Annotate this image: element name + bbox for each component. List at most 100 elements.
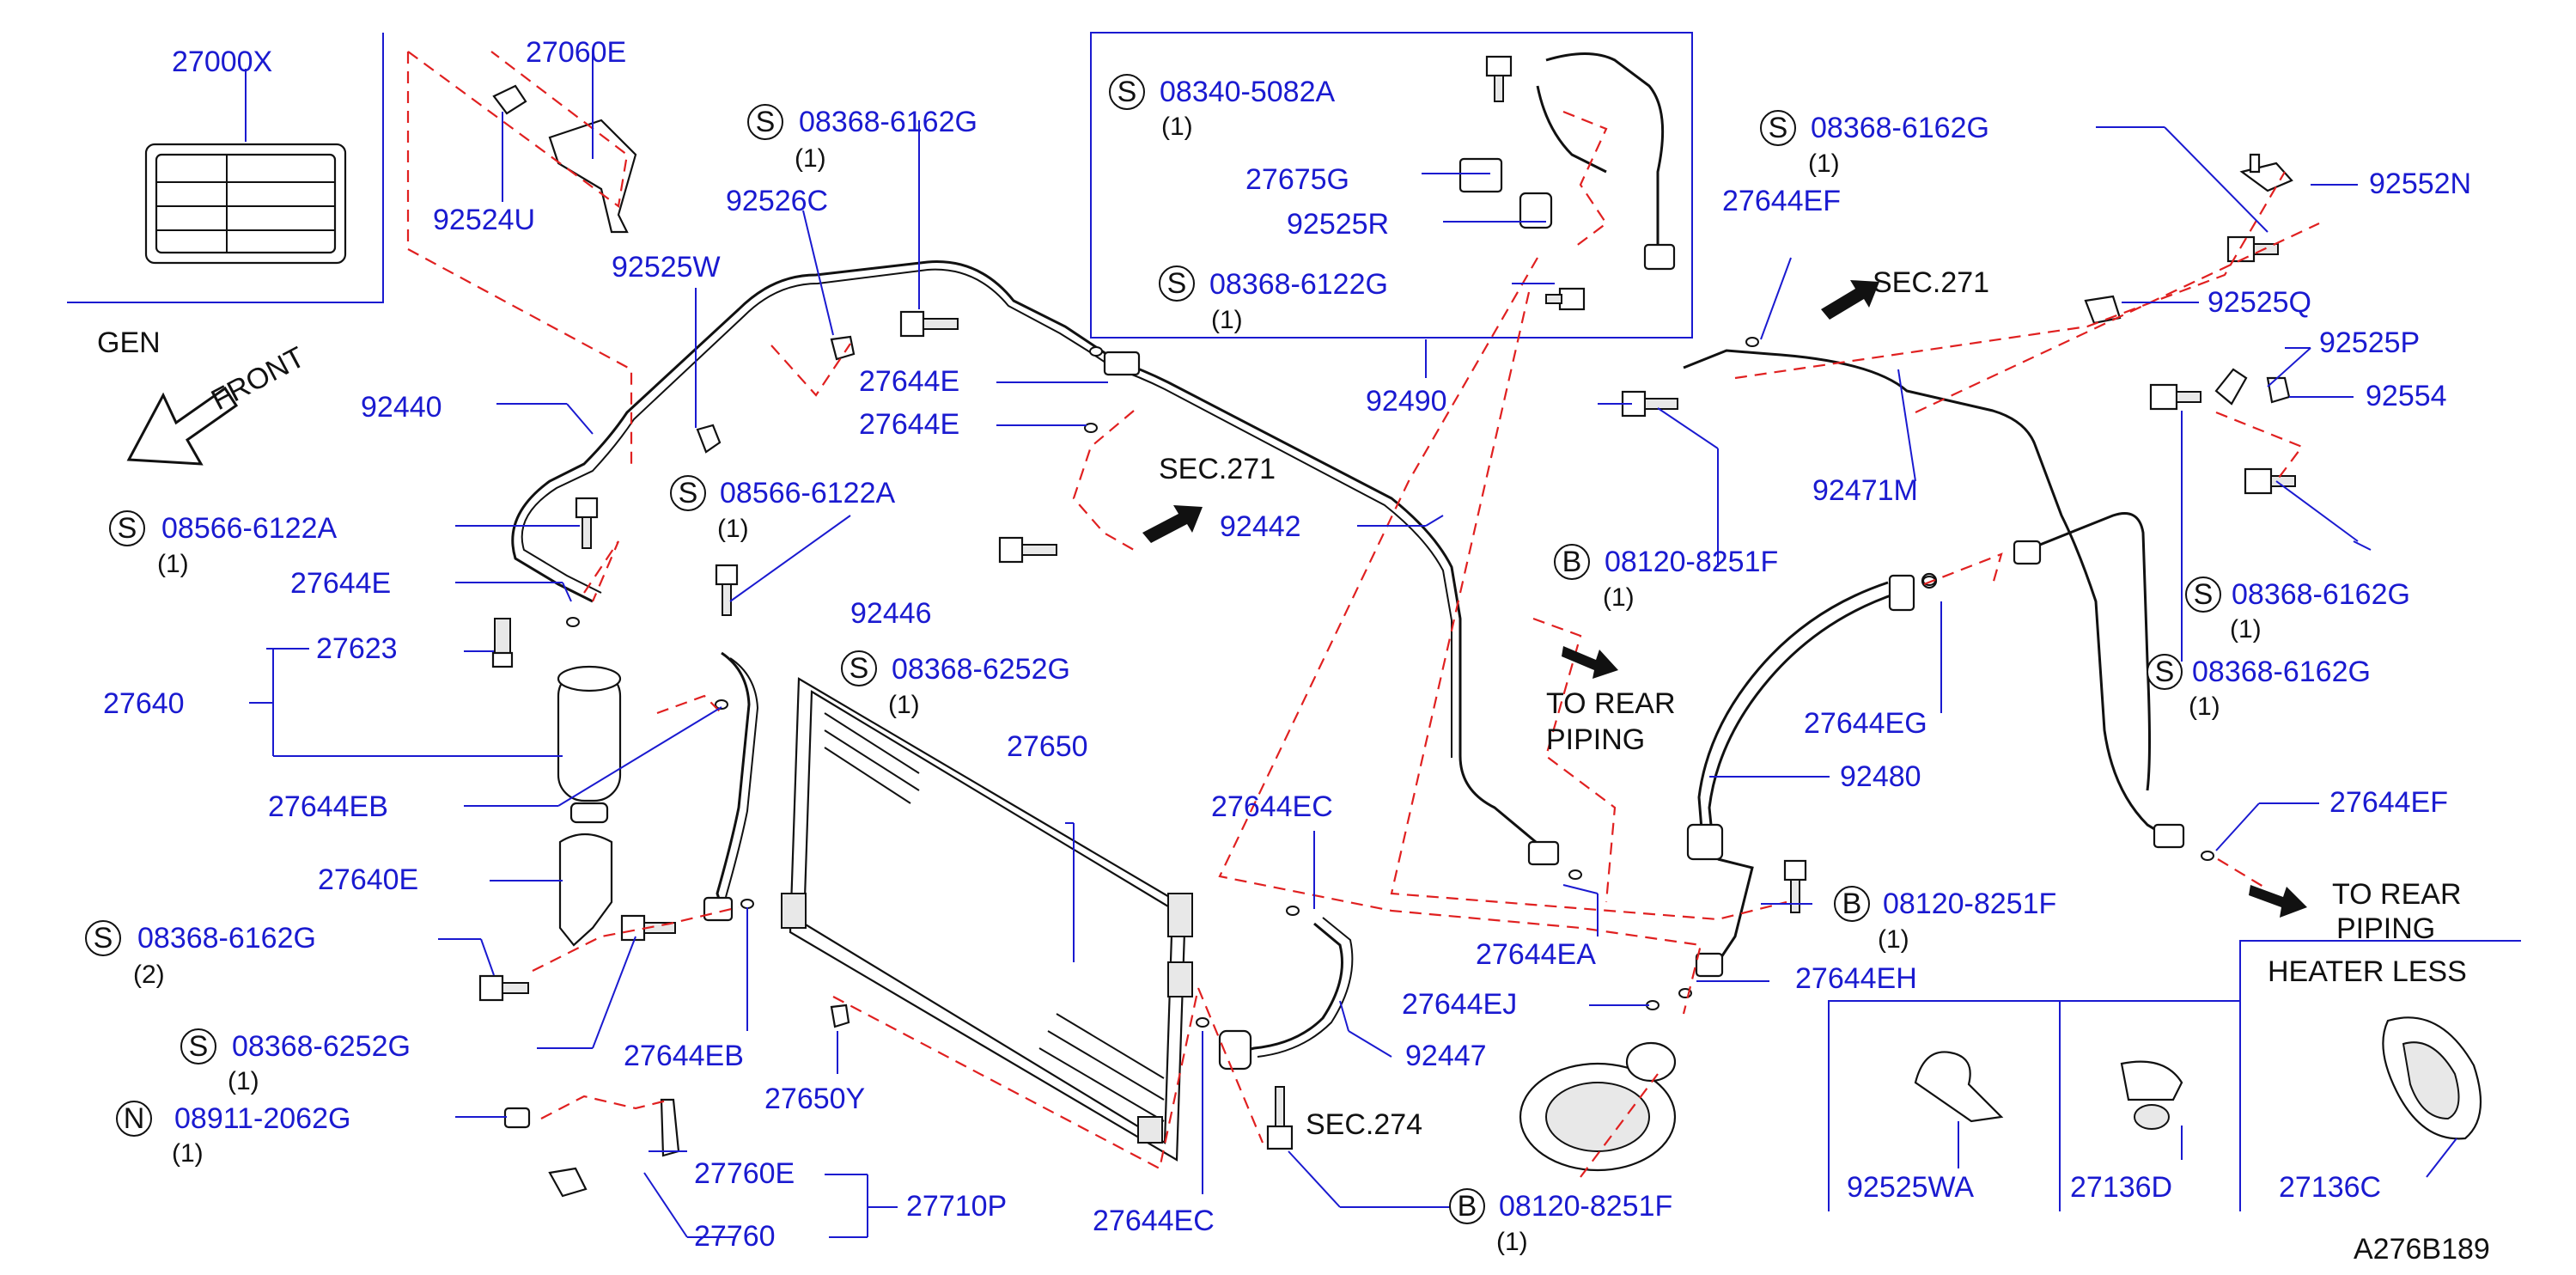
- callout-27760E: 27760E: [694, 1157, 795, 1190]
- badge-s-4: S: [1760, 110, 1796, 146]
- svg-text:S: S: [94, 922, 113, 955]
- callout-92525R: 92525R: [1287, 208, 1389, 241]
- callout-27644EF-b: 27644EF: [2329, 786, 2448, 819]
- callouts: 27000X 27060E 92524U 92525W 92526C 08368…: [103, 36, 2471, 1256]
- qty-08120-8251F-a: (1): [1603, 583, 1635, 612]
- note-gen: GEN: [97, 326, 161, 359]
- callout-08120-8251F-a: 08120-8251F: [1605, 546, 1778, 578]
- callout-27644EB-a: 27644EB: [268, 790, 388, 823]
- svg-text:S: S: [850, 652, 869, 685]
- callout-92526C: 92526C: [726, 185, 828, 217]
- qty-08368-6162G-d: (1): [2230, 615, 2262, 644]
- qty-08566-6122A-b: (1): [717, 515, 749, 543]
- compressor-drawing: [1519, 1041, 1677, 1172]
- callout-92471M: 92471M: [1812, 474, 1918, 507]
- qty-08368-6162G-c: (2): [133, 961, 165, 989]
- callout-27644EF-a: 27644EF: [1722, 185, 1841, 217]
- drawing-id: A276B189: [2354, 1233, 2490, 1266]
- callout-92525Q: 92525Q: [2208, 286, 2311, 319]
- drier-bracket-drawing: [558, 833, 613, 947]
- badges: S S S S S S S S S S S B B B N: [85, 74, 2221, 1224]
- qty-08368-6162G-b: (1): [1808, 149, 1840, 178]
- callout-08120-8251F-c: 08120-8251F: [1499, 1190, 1672, 1223]
- svg-text:S: S: [189, 1030, 209, 1063]
- qty-08368-6162G-e: (1): [2189, 692, 2220, 721]
- callout-08368-6162G-b: 08368-6162G: [1811, 112, 1989, 144]
- note-sec271-left: SEC.271: [1159, 453, 1276, 485]
- qty-08120-8251F-c: (1): [1496, 1228, 1528, 1256]
- note-heater-less: HEATER LESS: [2268, 955, 2467, 988]
- callout-92490: 92490: [1366, 385, 1447, 418]
- badge-s-11: S: [2147, 654, 2183, 690]
- sec271-arrow-left-icon: [1142, 505, 1203, 543]
- to-rear-arrow-1-icon: [1562, 646, 1618, 679]
- svg-text:S: S: [679, 477, 698, 509]
- callout-92447: 92447: [1405, 1040, 1487, 1072]
- svg-text:B: B: [1842, 888, 1862, 920]
- badge-n-1: N: [116, 1101, 152, 1137]
- bolts-drawing: [478, 55, 2296, 1150]
- badge-s-7: S: [841, 650, 877, 686]
- note-piping-1: PIPING: [1546, 723, 1645, 756]
- callout-92554: 92554: [2366, 380, 2447, 412]
- part-drawings: [144, 52, 2482, 1198]
- leader-lines: [245, 52, 2457, 1238]
- badge-s-6: S: [670, 475, 706, 511]
- callout-27644EG: 27644EG: [1804, 707, 1927, 740]
- callout-27644EC-b: 27644EC: [1093, 1205, 1215, 1237]
- badge-s-2: S: [1109, 74, 1145, 110]
- pipes-drawing: [511, 52, 2185, 1071]
- frames: [67, 32, 2521, 1211]
- callout-27644EB-b: 27644EB: [624, 1040, 744, 1072]
- badge-s-3: S: [1159, 265, 1195, 302]
- svg-text:S: S: [1769, 112, 1788, 144]
- callout-27650Y: 27650Y: [764, 1083, 865, 1115]
- callout-92442: 92442: [1220, 510, 1301, 543]
- receiver-drier-drawing: [491, 618, 622, 824]
- svg-text:S: S: [756, 106, 776, 138]
- badge-b-2: B: [1834, 886, 1870, 922]
- callout-27136C: 27136C: [2279, 1171, 2381, 1204]
- callout-27060E: 27060E: [526, 36, 626, 69]
- callout-92446: 92446: [850, 597, 932, 630]
- callout-92480: 92480: [1840, 760, 1921, 793]
- arrows: [126, 280, 2307, 918]
- callout-08566-6122A-b: 08566-6122A: [720, 477, 896, 509]
- callout-27644E-c: 27644E: [290, 567, 391, 600]
- note-to-rear-2: TO REAR: [2332, 878, 2462, 911]
- qty-08368-6252G-a: (1): [888, 691, 920, 719]
- svg-text:N: N: [124, 1102, 145, 1135]
- callout-08368-6122G: 08368-6122G: [1209, 268, 1388, 301]
- inset-frame-92490: [1090, 32, 1693, 339]
- qty-08566-6122A-a: (1): [157, 550, 189, 578]
- badge-s-1: S: [747, 104, 783, 140]
- nut-drawing: [503, 1107, 531, 1129]
- callout-27000X: 27000X: [172, 46, 272, 78]
- badge-b-3: B: [1449, 1188, 1485, 1224]
- callout-27644EA: 27644EA: [1476, 938, 1596, 971]
- note-piping-2: PIPING: [2336, 912, 2435, 945]
- note-sec274: SEC.274: [1306, 1108, 1422, 1141]
- callout-27644EH: 27644EH: [1795, 962, 1917, 995]
- callout-92440: 92440: [361, 391, 442, 424]
- badge-s-5: S: [109, 510, 145, 546]
- note-front: FRONT: [206, 341, 310, 418]
- note-sec271-right: SEC.271: [1873, 266, 1989, 299]
- callout-08340-5082A: 08340-5082A: [1160, 76, 1336, 108]
- qty-08368-6162G-a: (1): [795, 144, 826, 173]
- callout-08368-6162G-a: 08368-6162G: [799, 106, 977, 138]
- to-rear-arrow-2-icon: [2249, 885, 2307, 918]
- callout-92524U: 92524U: [433, 204, 535, 236]
- callout-08368-6162G-d: 08368-6162G: [2232, 578, 2410, 611]
- badge-b-1: B: [1554, 544, 1590, 580]
- callout-27644E-b: 27644E: [859, 408, 959, 441]
- callout-08368-6252G-b: 08368-6252G: [232, 1030, 411, 1063]
- gen-frame: [67, 33, 384, 303]
- svg-text:S: S: [2194, 578, 2214, 611]
- svg-text:B: B: [1562, 546, 1582, 578]
- condenser-drawing: [781, 677, 1193, 1162]
- svg-text:S: S: [118, 512, 137, 545]
- callout-27644EC-a: 27644EC: [1211, 790, 1333, 823]
- callout-92552N: 92552N: [2369, 168, 2471, 200]
